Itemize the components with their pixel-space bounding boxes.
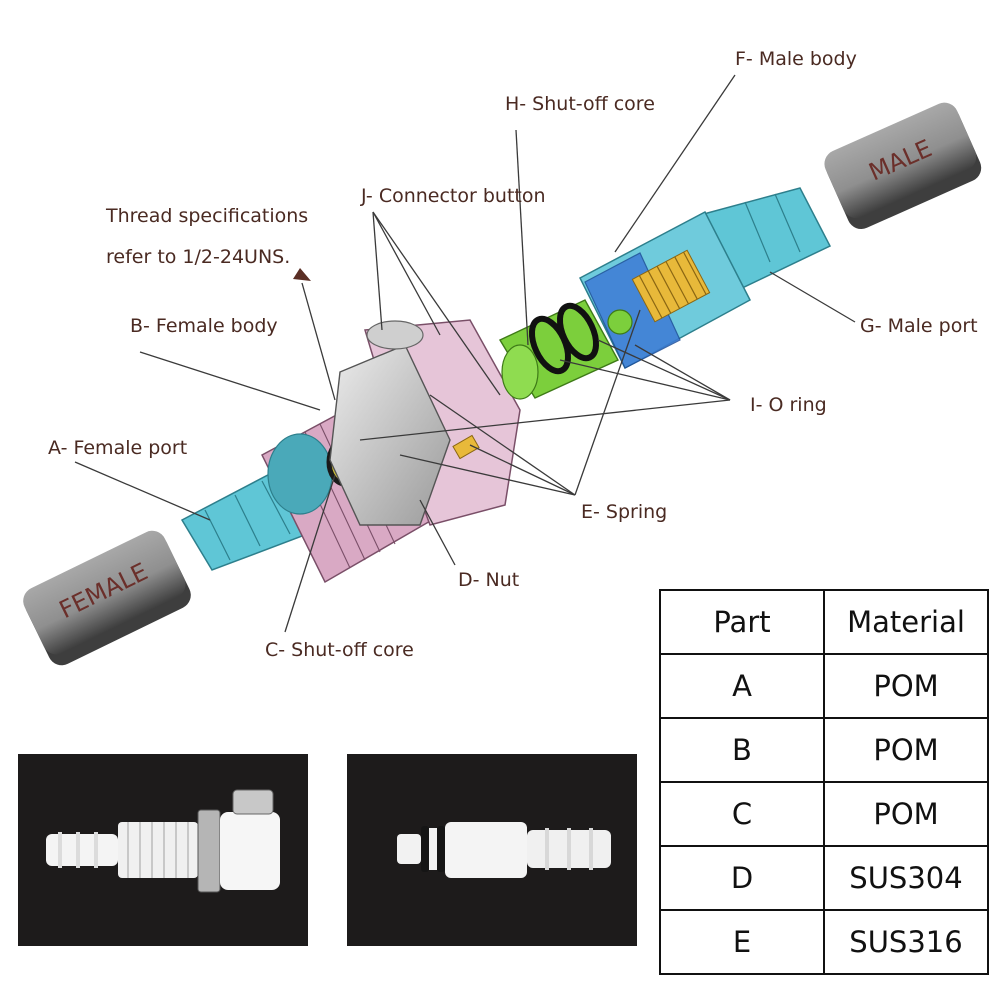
label-connector-button: J- Connector button xyxy=(360,185,546,207)
cell-material: SUS304 xyxy=(823,845,989,911)
cell-material: SUS316 xyxy=(823,909,989,975)
header-part: Part xyxy=(659,589,825,655)
male-assembly xyxy=(498,187,832,400)
cell-part: D xyxy=(659,845,825,911)
table-row: B POM xyxy=(659,717,989,783)
cell-material: POM xyxy=(823,653,989,719)
leader-lines xyxy=(74,74,856,633)
male-spring xyxy=(631,249,711,323)
female-plate: FEMALE xyxy=(23,530,191,666)
o-ring-2 xyxy=(556,302,600,362)
cell-part: E xyxy=(659,909,825,975)
label-spring: E- Spring xyxy=(581,501,667,523)
label-male-body: F- Male body xyxy=(735,48,857,70)
table-header-row: Part Material xyxy=(659,589,989,655)
cell-part: C xyxy=(659,781,825,847)
label-female-port: A- Female port xyxy=(48,437,187,459)
female-connector-photo xyxy=(18,754,308,946)
label-nut: D- Nut xyxy=(458,569,519,591)
label-o-ring: I- O ring xyxy=(750,394,827,416)
label-female-body: B- Female body xyxy=(130,315,278,337)
cell-part: A xyxy=(659,653,825,719)
thread-note-line2: refer to 1/2-24UNS. xyxy=(106,246,290,268)
table-row: C POM xyxy=(659,781,989,847)
male-plate: MALE xyxy=(824,102,982,229)
label-male-port: G- Male port xyxy=(860,315,978,337)
cell-part: B xyxy=(659,717,825,783)
thread-note-line1: Thread specifications xyxy=(105,205,308,227)
label-shutoff-core-c: C- Shut-off core xyxy=(265,639,414,661)
header-material: Material xyxy=(823,589,989,655)
table-row: D SUS304 xyxy=(659,845,989,911)
cell-material: POM xyxy=(823,781,989,847)
table-row: A POM xyxy=(659,653,989,719)
label-shutoff-core-h: H- Shut-off core xyxy=(505,93,655,115)
cell-material: POM xyxy=(823,717,989,783)
material-table: Part Material A POM B POM C POM D SUS304… xyxy=(659,589,989,975)
female-assembly xyxy=(180,319,521,584)
male-connector-photo xyxy=(347,754,637,946)
table-row: E SUS316 xyxy=(659,909,989,975)
